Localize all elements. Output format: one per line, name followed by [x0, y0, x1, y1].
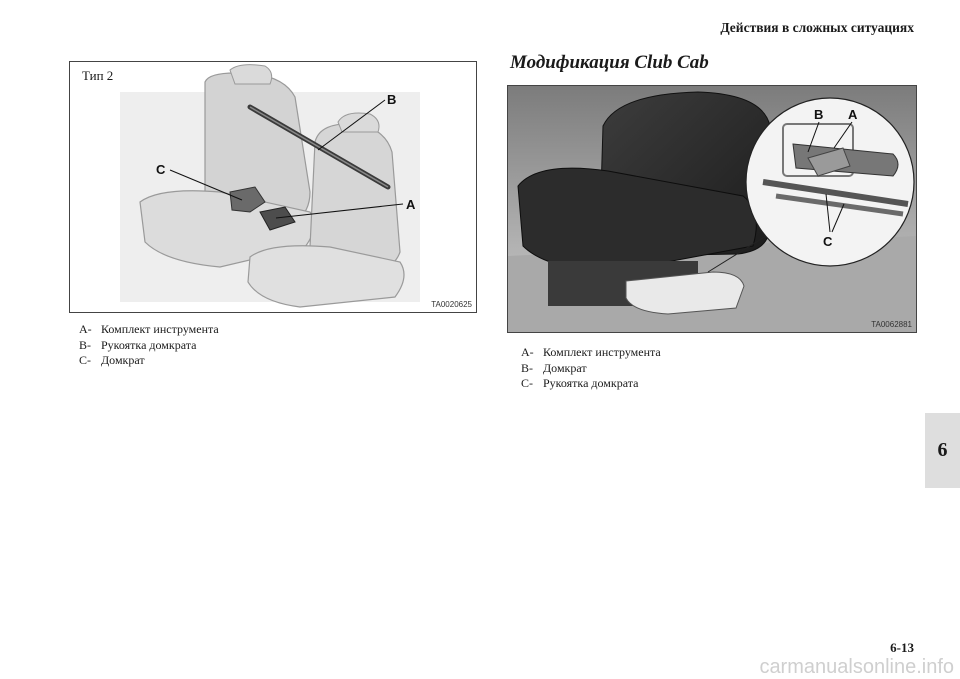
legend-key: A-: [521, 345, 534, 359]
leader-line-b: [807, 121, 820, 153]
figure2-legend: A- Комплект инструмента B- Домкрат C- Ру…: [521, 345, 661, 392]
inset-pointer-line: [707, 235, 767, 273]
legend-item: A- Комплект инструмента: [521, 345, 661, 361]
right-seat-cushion: [247, 245, 405, 308]
jack-handle-highlight: [249, 106, 389, 188]
chapter-tab: 6: [925, 413, 960, 488]
legend-item: B- Рукоятка домкрата: [79, 338, 219, 354]
callout-c: C: [823, 234, 833, 249]
leader-line-a: [833, 121, 853, 149]
callout-a: A: [406, 197, 416, 212]
legend-key: A-: [79, 322, 92, 336]
legend-item: C- Рукоятка домкрата: [521, 376, 661, 392]
page-header-title: Действия в сложных ситуациях: [720, 20, 914, 35]
legend-item: A- Комплект инструмента: [79, 322, 219, 338]
leader-line-a: [275, 203, 404, 219]
legend-text: Рукоятка домкрата: [543, 376, 639, 390]
figure1-legend: A- Комплект инструмента B- Рукоятка домк…: [79, 322, 219, 369]
inset-circle: [745, 97, 915, 267]
figure-type-label: Тип 2: [82, 68, 114, 83]
callout-a: A: [848, 107, 858, 122]
legend-key: C-: [521, 376, 533, 390]
leader-line-c: [169, 169, 243, 201]
jack-handle-bar-1: [762, 179, 909, 207]
right-headrest: [337, 112, 380, 133]
section-title: Модификация Club Cab: [510, 52, 709, 73]
seat-illustration: B C A: [120, 64, 420, 308]
figure-code: TA0020625: [431, 300, 472, 309]
callout-c: C: [156, 162, 166, 177]
figure-club-cab: B A C TA0062881: [507, 85, 917, 333]
legend-item: B- Домкрат: [521, 361, 661, 377]
legend-item: C- Домкрат: [79, 353, 219, 369]
watermark: carmanualsonline.info: [759, 656, 954, 678]
jack-body: [807, 147, 851, 177]
figure-seat-type2: Тип 2 B C A TA0020625: [69, 61, 477, 313]
leader-line-c2: [831, 203, 845, 233]
leader-line-c1: [825, 193, 831, 233]
club-cab-photo: B A C: [508, 86, 916, 332]
callout-b: B: [387, 92, 396, 107]
tool-kit-bag: [259, 206, 296, 231]
legend-text: Домкрат: [543, 360, 587, 375]
floor-hatch: [625, 271, 745, 315]
figure-code: TA0062881: [871, 320, 912, 329]
legend-text: Комплект инструмента: [543, 345, 661, 359]
legend-text: Рукоятка домкрата: [101, 337, 197, 352]
legend-key: C-: [79, 353, 91, 367]
page-number: 6-13: [890, 640, 914, 655]
legend-text: Домкрат: [101, 353, 145, 367]
jack-shape: [229, 186, 266, 213]
left-headrest: [229, 64, 273, 85]
callout-b: B: [814, 107, 823, 122]
jack-handle-bar-2: [775, 193, 904, 217]
legend-text: Комплект инструмента: [101, 322, 219, 336]
leader-line-b: [317, 99, 386, 151]
legend-key: B-: [79, 337, 91, 352]
legend-key: B-: [521, 360, 533, 375]
